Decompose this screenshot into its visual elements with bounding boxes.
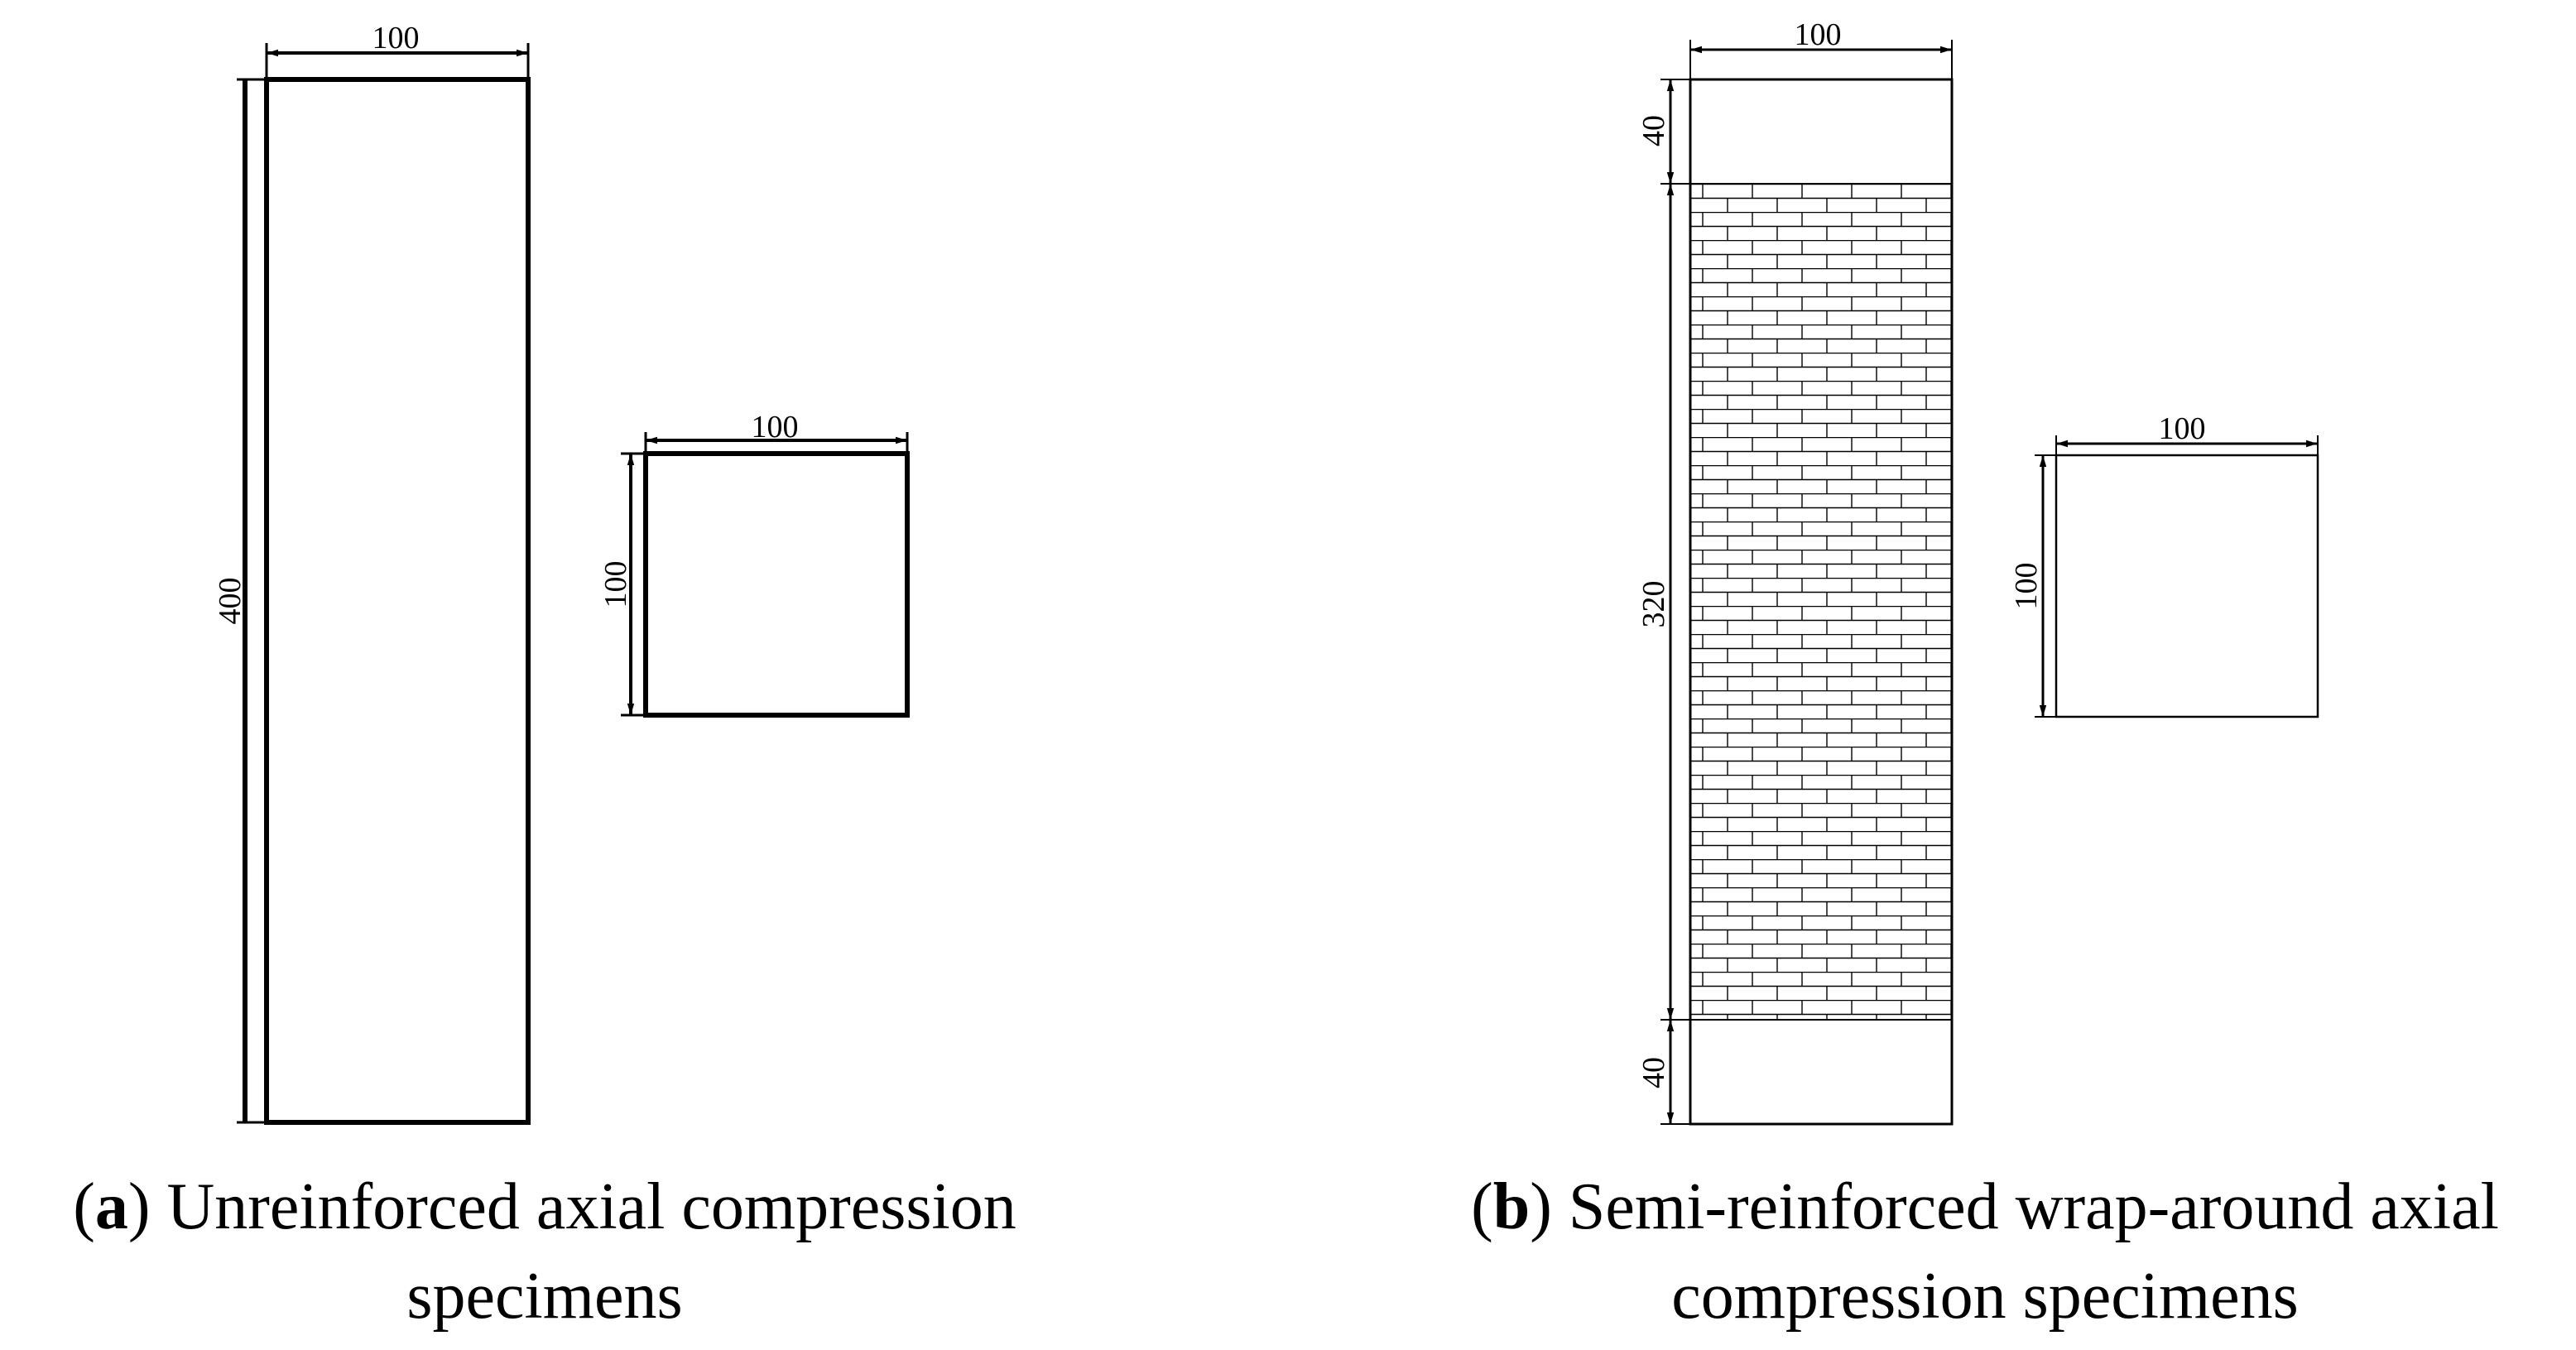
cross-section-b — [2055, 454, 2319, 718]
section-width-label-a: 100 — [752, 410, 799, 444]
wrap-zone-b — [1689, 183, 1953, 1021]
section-height-label-a: 100 — [598, 561, 633, 608]
wrap-height-label-b: 320 — [1636, 581, 1671, 628]
caption-a-line2: specimens — [406, 1260, 682, 1333]
caption-b-text: Semi-reinforced wrap-around axial — [1569, 1170, 2499, 1243]
caption-b-line1: (b) Semi-reinforced wrap-around axial — [1471, 1170, 2499, 1243]
panel-a: 100 400 100 100 — [213, 21, 910, 1125]
section-width-label-b: 100 — [2159, 411, 2206, 446]
caption-b-letter: b — [1493, 1170, 1531, 1243]
cross-section-a — [643, 451, 910, 718]
caption-a-line1: (a) Unreinforced axial compression — [73, 1170, 1016, 1243]
column-width-label-a: 100 — [372, 21, 420, 55]
top-end-label-b: 40 — [1636, 115, 1671, 147]
column-width-label-b: 100 — [1795, 17, 1842, 52]
caption-a-text: Unreinforced axial compression — [166, 1170, 1016, 1243]
bottom-end-label-b: 40 — [1636, 1057, 1671, 1088]
column-height-label-a: 400 — [213, 578, 248, 625]
caption-b-line2: compression specimens — [1671, 1260, 2299, 1333]
section-height-label-b: 100 — [2009, 563, 2044, 610]
column-elevation-b — [1689, 78, 1954, 1126]
caption-a-letter: a — [95, 1170, 128, 1243]
panel-b: 100 40 320 40 100 100 — [1636, 17, 2319, 1126]
column-elevation-a — [264, 77, 531, 1125]
